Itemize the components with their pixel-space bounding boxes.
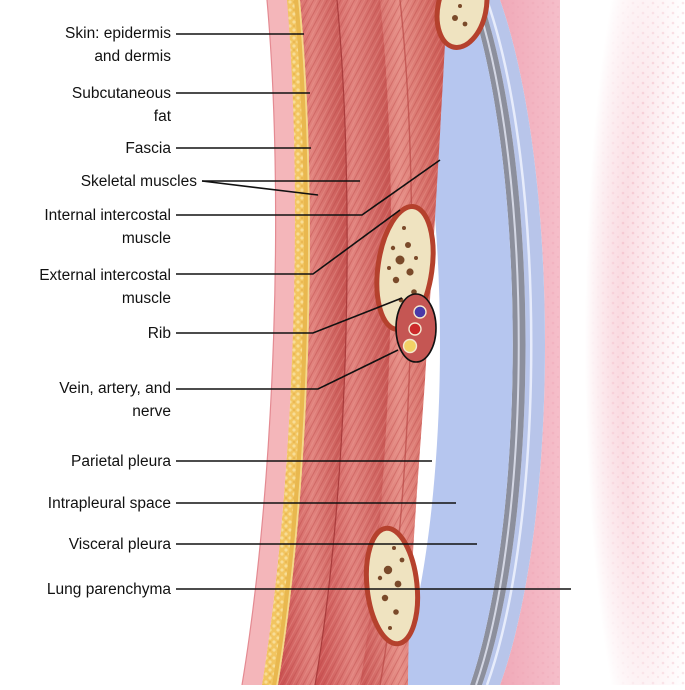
label-internal-line1: Internal intercostal bbox=[44, 207, 171, 224]
label-parietal-pleura: Parietal pleura bbox=[71, 450, 171, 473]
label-fascia-line1: Fascia bbox=[125, 140, 171, 157]
label-skin: Skin: epidermis and dermis bbox=[65, 22, 171, 68]
neurovascular-bundle bbox=[395, 293, 437, 363]
label-skin-line2: and dermis bbox=[94, 48, 171, 65]
label-skeletal-line1: Skeletal muscles bbox=[80, 173, 197, 190]
label-external-line1: External intercostal bbox=[39, 267, 171, 284]
label-skin-line1: Skin: epidermis bbox=[65, 25, 171, 42]
visceral-pleura bbox=[482, 0, 545, 685]
label-visceral-line1: Visceral pleura bbox=[68, 536, 171, 553]
vein bbox=[413, 305, 427, 319]
skin-layer bbox=[242, 0, 295, 685]
rib-top bbox=[434, 0, 490, 50]
label-lung-line1: Lung parenchyma bbox=[46, 581, 171, 598]
label-internal-intercostal: Internal intercostal muscle bbox=[44, 204, 171, 250]
label-intrapleural-line1: Intrapleural space bbox=[47, 495, 171, 512]
label-lung-parenchyma: Lung parenchyma bbox=[47, 578, 171, 601]
label-external-line2: muscle bbox=[121, 290, 171, 307]
label-subcutaneous-line1: Subcutaneous bbox=[71, 85, 171, 102]
label-rib-line1: Rib bbox=[147, 325, 171, 342]
label-rib: Rib bbox=[148, 322, 171, 345]
label-fascia: Fascia bbox=[125, 137, 171, 160]
label-vein-artery-nerve: Vein, artery, and nerve bbox=[59, 377, 171, 423]
label-external-intercostal: External intercostal muscle bbox=[39, 264, 171, 310]
label-parietal-line1: Parietal pleura bbox=[71, 453, 171, 470]
parietal-pleura bbox=[395, 0, 513, 685]
label-subcutaneous-fat: Subcutaneous fat bbox=[72, 82, 171, 128]
leader-lines bbox=[176, 33, 571, 590]
fascia bbox=[276, 0, 310, 686]
label-subcutaneous-line2: fat bbox=[153, 108, 171, 125]
label-nva-line1: Vein, artery, and bbox=[59, 380, 171, 397]
label-visceral-pleura: Visceral pleura bbox=[69, 533, 171, 556]
label-nva-line2: nerve bbox=[132, 403, 171, 420]
artery bbox=[408, 322, 422, 336]
label-internal-line2: muscle bbox=[121, 230, 171, 247]
label-skeletal-muscles: Skeletal muscles bbox=[81, 170, 197, 193]
nerve bbox=[402, 338, 418, 354]
label-intrapleural-space: Intrapleural space bbox=[48, 492, 171, 515]
intrapleural-space bbox=[470, 0, 526, 685]
